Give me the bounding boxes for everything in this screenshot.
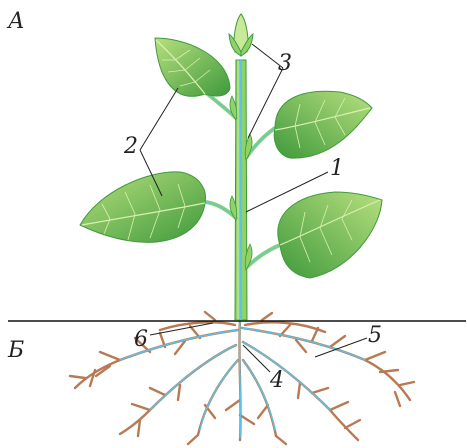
stem <box>235 60 247 320</box>
root-system <box>70 312 414 444</box>
leaf-lower-right <box>278 192 382 278</box>
callout-1: 1 <box>330 156 344 181</box>
apical-bud <box>229 14 253 56</box>
section-label-shoot: А <box>6 9 25 34</box>
root-vessels <box>120 320 365 438</box>
callout-4: 4 <box>269 368 284 393</box>
callout-6: 6 <box>134 327 148 352</box>
callout-5: 5 <box>368 323 382 348</box>
leaf-upper-left <box>155 38 230 96</box>
leaf-lower-left <box>80 172 206 242</box>
leaf-upper-right <box>274 91 372 158</box>
callout-2: 2 <box>123 134 138 159</box>
callout-3: 3 <box>278 51 292 76</box>
section-label-root: Б <box>7 338 24 363</box>
